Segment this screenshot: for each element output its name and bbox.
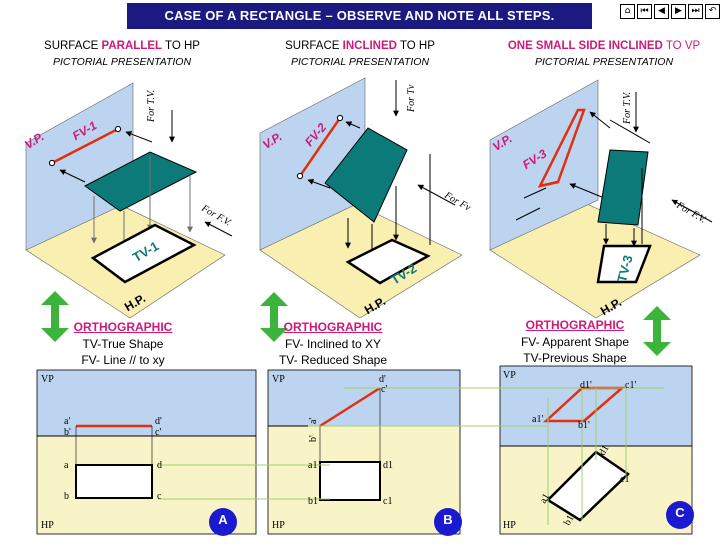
rect1-plane bbox=[84, 151, 198, 212]
first-icon[interactable]: ⏮ bbox=[637, 4, 652, 19]
panel-3-pictorial bbox=[489, 79, 713, 319]
fv1-end-left bbox=[48, 159, 56, 167]
badge-a-circle bbox=[209, 508, 237, 536]
ortho-box-2 bbox=[267, 369, 461, 535]
tv2-c1: c1 bbox=[383, 496, 393, 507]
fv2-end-high bbox=[336, 114, 344, 122]
tv1-true-shape bbox=[75, 464, 153, 499]
badge-b: B bbox=[443, 512, 453, 527]
fv3-c1: c1' bbox=[625, 380, 637, 391]
orth-title-1: ORTHOGRAPHIC bbox=[73, 320, 173, 334]
tv1-b: b bbox=[64, 491, 69, 502]
badge-c-circle bbox=[666, 501, 694, 529]
fv2-end-low bbox=[296, 172, 304, 180]
tv1-d: d bbox=[157, 460, 162, 471]
panel-1-subheading: PICTORIAL PRESENTATION bbox=[52, 56, 192, 68]
tv2-a1: a1 bbox=[308, 460, 318, 471]
badge-a: A bbox=[218, 512, 228, 527]
ortho-box-3 bbox=[499, 365, 693, 535]
panel-1-heading: SURFACE PARALLEL TO HP bbox=[44, 40, 200, 52]
vp-text-3: VP bbox=[503, 370, 516, 381]
vp-text-2: VP bbox=[272, 374, 285, 385]
page-title: CASE OF A RECTANGLE – OBSERVE AND NOTE A… bbox=[127, 3, 592, 29]
tv3-shape bbox=[596, 244, 652, 284]
tv1-c: c bbox=[157, 491, 162, 502]
hp-text-1: HP bbox=[41, 520, 54, 531]
for-tv-label-3: For T.V. bbox=[622, 91, 633, 124]
hp-text-2: HP bbox=[272, 520, 285, 531]
badge-b-circle bbox=[434, 508, 462, 536]
double-arrow-icon-2 bbox=[260, 292, 288, 342]
fv2-d: d' bbox=[379, 374, 386, 385]
tv2-b1: b1 bbox=[308, 496, 318, 507]
ortho-box-1 bbox=[36, 369, 257, 535]
tv3-previous-shape bbox=[546, 450, 630, 522]
fv1-end-right bbox=[114, 125, 122, 133]
tv2-reduced-shape bbox=[319, 461, 381, 501]
hp-text-3: HP bbox=[503, 520, 516, 531]
orth-line2-2: TV- Reduced Shape bbox=[278, 353, 388, 367]
fv2-c: c' bbox=[381, 384, 388, 395]
projector-lines bbox=[158, 387, 664, 525]
green-arrows bbox=[41, 291, 671, 356]
next-icon[interactable]: ▶ bbox=[671, 4, 686, 19]
fv2-a: a' bbox=[308, 417, 319, 424]
fv1-a: a' bbox=[64, 416, 71, 427]
panel-3-heading: ONE SMALL SIDE INCLINED TO VP bbox=[507, 40, 701, 52]
home-icon[interactable]: ⌂ bbox=[620, 4, 635, 19]
fv1-d: d' bbox=[155, 416, 162, 427]
panel-1-pictorial bbox=[25, 82, 233, 319]
orth-line1-1: TV-True Shape bbox=[82, 337, 164, 351]
orth-line2-3: TV-Previous Shape bbox=[523, 351, 627, 365]
panel-3-subheading: PICTORIAL PRESENTATION bbox=[534, 56, 674, 68]
fv2-edge bbox=[319, 386, 381, 428]
fv1-line bbox=[51, 127, 119, 165]
fv1-b: b' bbox=[64, 427, 71, 438]
tv2-rect bbox=[345, 238, 431, 285]
fv1-c: c' bbox=[155, 427, 162, 438]
for-tv-label-1: For T.V. bbox=[146, 89, 157, 122]
nav-toolbar: ⌂ ⏮ ◀ ▶ ⏭ ↶ bbox=[620, 4, 720, 19]
rect3-plane bbox=[597, 149, 649, 226]
orth-line1-3: FV- Apparent Shape bbox=[520, 335, 630, 349]
for-tv-label-2: For Tv bbox=[406, 84, 417, 113]
tv3-c1: c1 bbox=[620, 474, 630, 485]
orth-line1-2: FV- Inclined to XY bbox=[284, 337, 382, 351]
double-arrow-icon-3 bbox=[643, 306, 671, 356]
double-arrow-icon-1 bbox=[41, 291, 69, 342]
vp-text-1: VP bbox=[41, 374, 54, 385]
return-icon[interactable]: ↶ bbox=[705, 4, 720, 19]
tv1-a: a bbox=[64, 460, 69, 471]
fv2-b: b' bbox=[308, 435, 319, 442]
fv3-b1: b1' bbox=[578, 420, 590, 431]
panel-2-pictorial bbox=[259, 77, 463, 319]
orth-title-3: ORTHOGRAPHIC bbox=[525, 318, 625, 332]
panel-2-subheading: PICTORIAL PRESENTATION bbox=[290, 56, 430, 68]
tv1-rect bbox=[90, 223, 197, 284]
tv2-d1: d1 bbox=[383, 460, 393, 471]
fv3-a1: a1' bbox=[532, 414, 544, 425]
rect2-plane bbox=[324, 127, 408, 223]
previous-icon[interactable]: ◀ bbox=[654, 4, 669, 19]
orth-line2-1: FV- Line // to xy bbox=[81, 353, 165, 367]
fv3-d1: d1' bbox=[580, 380, 592, 391]
orth-title-2: ORTHOGRAPHIC bbox=[283, 320, 383, 334]
fv2-line bbox=[298, 117, 342, 177]
last-icon[interactable]: ⏭ bbox=[688, 4, 703, 19]
panel-2-heading: SURFACE INCLINED TO HP bbox=[285, 40, 435, 52]
badge-c: C bbox=[675, 505, 685, 520]
